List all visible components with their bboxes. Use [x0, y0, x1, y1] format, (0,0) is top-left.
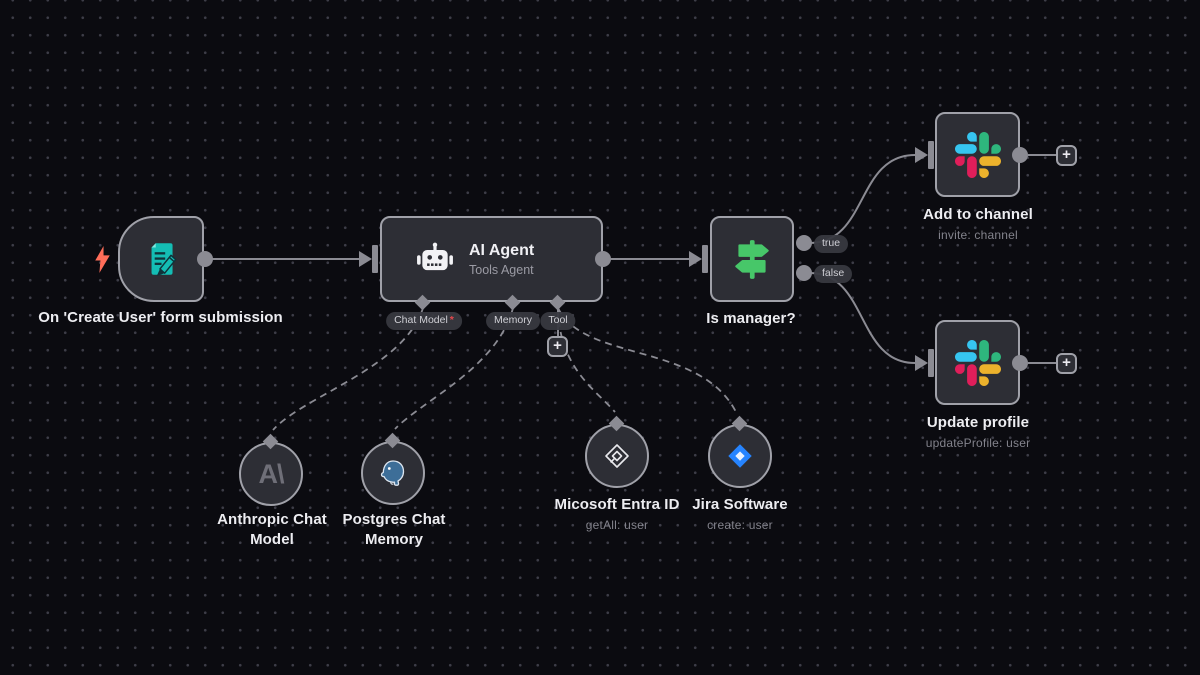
- output-label-false: false: [814, 265, 853, 283]
- input-arrow-slack-top: [915, 147, 928, 163]
- input-arrow-agent: [359, 251, 372, 267]
- node-jira-software[interactable]: [708, 424, 772, 488]
- form-edit-icon: [151, 243, 177, 277]
- port-label-chat-model: Chat Model*: [386, 312, 462, 330]
- entra-id-icon: [605, 444, 629, 468]
- input-arrow-slack-bottom: [915, 355, 928, 371]
- node-add-to-channel[interactable]: [935, 112, 1020, 197]
- ai-agent-subtitle: Tools Agent: [469, 262, 534, 277]
- output-label-true: true: [814, 235, 849, 253]
- add-node-button-slack-bottom[interactable]: +: [1056, 353, 1077, 374]
- input-arrow-switch: [689, 251, 702, 267]
- node-label-add-to-channel: Add to channel invite: channel: [888, 205, 1068, 243]
- node-label-is-manager: Is manager?: [706, 310, 796, 327]
- node-label-anthropic: Anthropic Chat Model: [217, 511, 327, 548]
- input-bar-slack-bottom: [928, 349, 934, 377]
- update-profile-subtitle: updateProfile: user: [925, 435, 1031, 450]
- postgresql-icon: [380, 460, 405, 486]
- node-entra-id[interactable]: [585, 424, 649, 488]
- add-to-channel-subtitle: invite: channel: [938, 227, 1018, 242]
- slack-icon: [954, 339, 1001, 386]
- node-label-postgres: Postgres Chat Memory: [342, 511, 446, 548]
- node-update-profile[interactable]: [935, 320, 1020, 405]
- output-port-false[interactable]: [796, 265, 812, 281]
- node-ai-agent[interactable]: AI Agent Tools Agent: [380, 216, 603, 302]
- slack-icon: [954, 131, 1001, 178]
- input-bar-switch: [702, 245, 708, 273]
- output-port-slack-top[interactable]: [1012, 147, 1028, 163]
- input-bar-agent: [372, 245, 378, 273]
- jira-icon: [728, 444, 752, 468]
- connection-chatmodel-anthropic[interactable]: [272, 307, 424, 431]
- output-port-agent[interactable]: [595, 251, 611, 267]
- output-port-trigger[interactable]: [197, 251, 213, 267]
- trigger-bolt-icon: [95, 246, 110, 273]
- add-to-channel-title: Add to channel: [923, 206, 1033, 223]
- signpost-icon: [735, 240, 769, 279]
- required-marker: *: [449, 314, 454, 326]
- output-port-slack-bottom[interactable]: [1012, 355, 1028, 371]
- robot-icon: [417, 242, 453, 271]
- node-label-jira: Jira Software create: user: [660, 495, 820, 533]
- node-postgres-chat-memory[interactable]: [361, 441, 425, 505]
- add-tool-button[interactable]: +: [547, 336, 568, 357]
- entra-title: Micosoft Entra ID: [554, 496, 680, 513]
- update-profile-title: Update profile: [926, 414, 1030, 431]
- port-label-memory-text: Memory: [494, 314, 532, 326]
- port-label-memory: Memory: [486, 312, 540, 330]
- connection-memory-postgres[interactable]: [394, 307, 514, 430]
- port-label-tool: Tool: [540, 312, 576, 330]
- port-label-chat-model-text: Chat Model: [394, 314, 448, 326]
- port-label-tool-text: Tool: [548, 314, 568, 326]
- node-anthropic-chat-model[interactable]: A\: [239, 442, 303, 506]
- node-label-form-trigger: On 'Create User' form submission: [38, 309, 283, 326]
- node-label-update-profile: Update profile updateProfile: user: [888, 413, 1068, 451]
- add-node-button-slack-top[interactable]: +: [1056, 145, 1077, 166]
- connection-tool-jira[interactable]: [557, 307, 737, 413]
- node-form-trigger[interactable]: [118, 216, 204, 302]
- input-bar-slack-top: [928, 141, 934, 169]
- jira-subtitle: create: user: [707, 517, 773, 532]
- entra-subtitle: getAll: user: [585, 517, 649, 532]
- ai-agent-title: AI Agent: [469, 241, 535, 259]
- node-is-manager[interactable]: [710, 216, 794, 302]
- node-label-entra: Micosoft Entra ID getAll: user: [537, 495, 697, 533]
- anthropic-icon: A\: [258, 458, 285, 489]
- jira-title: Jira Software: [692, 496, 788, 513]
- output-port-true[interactable]: [796, 235, 812, 251]
